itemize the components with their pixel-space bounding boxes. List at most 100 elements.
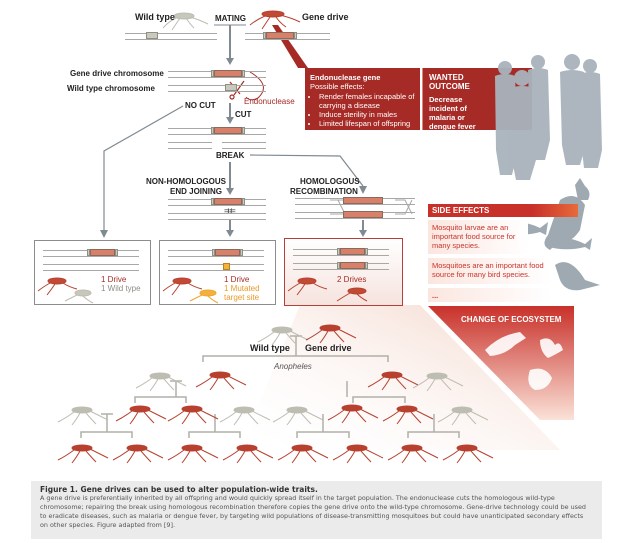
chromosome-wild-top: [125, 33, 217, 40]
gene-cap: [242, 70, 245, 77]
gene-drive: [340, 248, 365, 255]
gene-cap: [212, 249, 215, 256]
gene-cap: [240, 249, 243, 256]
outcome-line1: 1 Drive: [224, 275, 250, 284]
diagram-lines: ⇉⇇: [80, 10, 460, 438]
gene-drive: [340, 262, 365, 269]
effect-item: Limited lifespan of offspring: [319, 119, 415, 128]
chromosome-nhej-broken: [168, 213, 266, 220]
label-mating: MATING: [215, 14, 246, 23]
mosquito-gene-drive: [332, 444, 384, 464]
side-effects-panel: SIDE EFFECTS Mosquito larvae are an impo…: [428, 204, 578, 304]
label-gene-drive-chromosome: Gene drive chromosome: [70, 69, 164, 78]
gene-wild-top: [146, 32, 158, 39]
label-break: BREAK: [216, 151, 245, 160]
mosquitos: [37, 277, 94, 304]
gene-cap: [211, 127, 214, 134]
gene-cap: [242, 198, 245, 205]
label-no-cut: NO CUT: [185, 101, 216, 110]
mosquitos: [287, 277, 368, 302]
endonuclease-effects-box: Endonuclease gene Possible effects: Rend…: [305, 68, 420, 130]
mosquito-wild-type: [57, 406, 109, 426]
pedigree-parent-drive: Gene drive: [305, 343, 352, 353]
gene-cap: [337, 262, 340, 269]
side-effects-header: [428, 204, 578, 217]
endonuclease-box-title: Endonuclease gene: [310, 73, 381, 82]
endonuclease-arrow: [245, 71, 264, 101]
chromosome-broken-left: [168, 142, 212, 149]
mosquito-drive: [162, 277, 203, 296]
side-effect-item: Mosquito larvae are an important food so…: [428, 220, 528, 254]
outcome-line2: 1 Mutated target site: [224, 284, 260, 302]
gene-cap: [365, 248, 368, 255]
bird-icon: [485, 332, 526, 356]
mosquito-wild-type: [272, 406, 324, 426]
mosquito-gene-drive: [367, 371, 419, 391]
hr-crossover: [330, 199, 413, 215]
gene-cap: [115, 249, 118, 256]
outcome-line2: 1 Wild type: [101, 284, 141, 293]
break-to-hr-line: [249, 154, 364, 187]
figure-caption: Figure 1. Gene drives can be used to alt…: [31, 481, 602, 539]
mosquito-gene-drive: [382, 405, 434, 425]
pedigree-species: Anopheles: [274, 362, 312, 371]
wanted-outcome-title-1: WANTED: [429, 73, 464, 82]
gene-cap: [294, 32, 297, 39]
mosquito-wild-type: [437, 406, 489, 426]
chromosome-broken-right: [222, 142, 266, 149]
gene-cap: [211, 198, 214, 205]
mosquito-gene-drive: [167, 444, 219, 464]
gene-drive: [90, 249, 115, 256]
no-cut-line: [103, 105, 184, 232]
label-wild-type-chromosome: Wild type chromosome: [67, 84, 155, 93]
pedigree-mosquitos: [57, 324, 494, 464]
gene-drive: [215, 249, 240, 256]
mosquito-gene-drive-top: [249, 10, 301, 30]
mosquito-gene-drive: [112, 444, 164, 464]
gene-cap: [242, 127, 245, 134]
label-wild-type-top: Wild type: [135, 12, 175, 22]
frog-icon: [528, 368, 552, 390]
bird-icon: [555, 262, 600, 291]
mosquito-mutant: [189, 289, 219, 304]
side-effects-title: SIDE EFFECTS: [432, 206, 490, 215]
label-endonuclease: Endonuclease: [244, 97, 295, 106]
side-effect-item: ...: [428, 288, 552, 302]
mosquito-drive: [287, 277, 328, 296]
outcome-line1: 1 Drive: [101, 275, 127, 284]
label-cut: CUT: [235, 110, 252, 119]
gene-cap: [87, 249, 90, 256]
outcome-panel-no-cut: 1 Drive 1 Wild type: [34, 240, 151, 305]
caption-title: Figure 1. Gene drives can be used to alt…: [40, 485, 318, 494]
gene-cap: [365, 262, 368, 269]
human-figure: [528, 55, 550, 160]
label-nhej-1: NON-HOMOLOGOUS: [146, 177, 226, 186]
outcome-line1: 2 Drives: [337, 275, 367, 284]
gene-cap: [337, 248, 340, 255]
ecosystem-red-wedge: [428, 306, 574, 420]
ecosystem-title: CHANGE OF ECOSYSTEM: [461, 315, 562, 324]
mutated-target-site: [223, 263, 230, 270]
fish-icon: [545, 237, 592, 250]
caption-body: A gene drive is preferentially inherited…: [40, 494, 586, 529]
mosquito-wild-type: [135, 372, 187, 392]
mosquitos: [162, 277, 219, 304]
label-gene-drive-top: Gene drive: [302, 12, 349, 22]
wanted-outcome-title-2: OUTCOME: [429, 82, 470, 91]
mosquito-drive: [37, 277, 78, 296]
effect-item: Induce sterility in males: [319, 110, 415, 119]
mosquito-gene-drive: [57, 444, 109, 464]
chromosome: [43, 264, 139, 271]
butterfly-icon: [540, 338, 563, 358]
gene-cap: [263, 32, 266, 39]
human-figure: [580, 59, 602, 168]
endonuclease-box-subtitle: Possible effects:: [310, 82, 365, 91]
ecosystem-animals: [485, 332, 563, 390]
human-figure: [560, 54, 586, 165]
label-nhej-2: END JOINING: [170, 187, 223, 196]
mosquito-wild-type-top: [162, 12, 209, 31]
gene-drive-pair: [214, 70, 242, 77]
mosquito-gene-drive: [195, 371, 247, 391]
mosquito-gene-drive: [387, 444, 439, 464]
mosquito-wild-type: [219, 406, 271, 426]
